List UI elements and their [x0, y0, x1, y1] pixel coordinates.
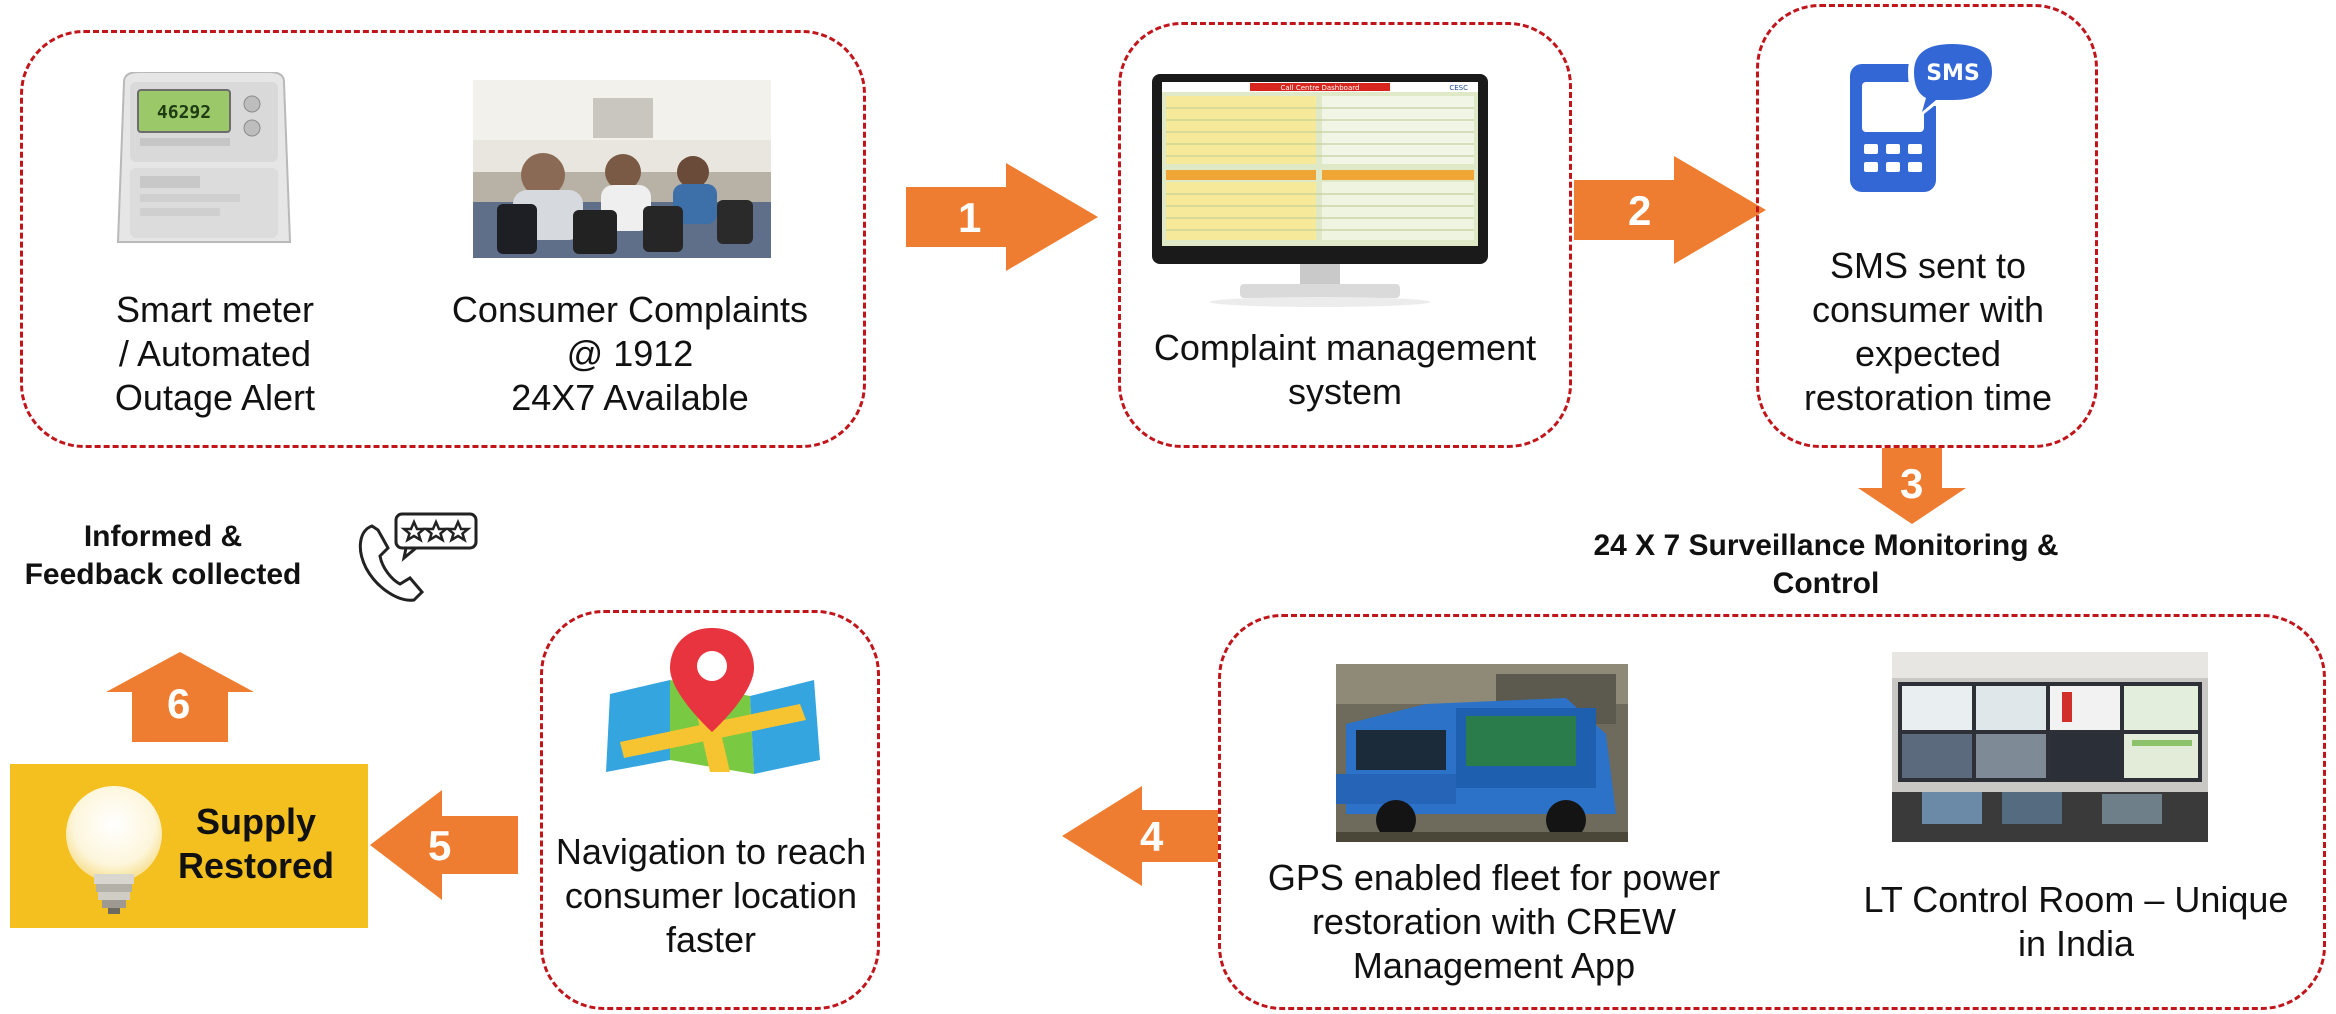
dashboard-brand: CESC — [1449, 84, 1468, 92]
input-sources-box — [20, 30, 866, 448]
feedback-label: Informed & Feedback collected — [24, 520, 302, 591]
dashboard-title: Call Centre Dashboard — [1281, 84, 1360, 92]
surveillance-label: 24 X 7 Surveillance Monitoring & Control — [1593, 529, 2059, 600]
feedback-phone-icon — [352, 508, 482, 608]
light-bulb-icon — [66, 786, 162, 914]
navigation-box — [540, 610, 880, 1010]
step-2-number: 2 — [1628, 187, 1652, 234]
step-6-number: 6 — [167, 680, 191, 727]
step-4-arrow: 4 — [1062, 786, 1218, 886]
smart-meter-label: Smart meter / Automated Outage Alert — [114, 289, 316, 418]
lt-control-room-label: LT Control Room – Unique in India — [1863, 879, 2289, 964]
call-centre-photo — [473, 80, 771, 258]
step-5-number: 5 — [428, 822, 452, 869]
field-operations-box — [1218, 614, 2326, 1010]
smart-meter-image: 46292 — [104, 72, 304, 248]
lt-control-room-photo — [1892, 652, 2208, 842]
monitor-dashboard-image: Call Centre Dashboard CESC — [1150, 72, 1490, 308]
step-3-number: 3 — [1900, 460, 1924, 507]
meter-readout: 46292 — [157, 102, 211, 123]
step-1-arrow: 1 — [906, 163, 1098, 271]
step-5-arrow: 5 — [370, 790, 518, 900]
sms-label: SMS sent to consumer with expected resto… — [1803, 245, 2053, 418]
sms-phone-icon: SMS — [1848, 34, 2002, 196]
supply-restored-label: Supply Restored — [177, 801, 335, 886]
complaint-management-box — [1118, 22, 1572, 448]
step-4-number: 4 — [1140, 813, 1164, 860]
sms-icon-text: SMS — [1926, 61, 1980, 86]
step-1-number: 1 — [958, 194, 982, 241]
navigation-map-icon — [600, 624, 824, 774]
gps-fleet-vehicle-photo — [1336, 664, 1628, 842]
step-2-arrow: 2 — [1574, 156, 1766, 264]
sms-box — [1756, 4, 2098, 448]
gps-fleet-label: GPS enabled fleet for power restoration … — [1267, 857, 1721, 986]
complaint-management-label: Complaint management system — [1153, 327, 1537, 412]
navigation-label: Navigation to reach consumer location fa… — [555, 831, 867, 960]
consumer-complaints-label: Consumer Complaints @ 1912 24X7 Availabl… — [451, 289, 809, 418]
step-6-arrow: 6 — [106, 652, 254, 742]
supply-restored-panel: Supply Restored — [10, 764, 368, 928]
step-3-arrow: 3 — [1858, 448, 1966, 524]
